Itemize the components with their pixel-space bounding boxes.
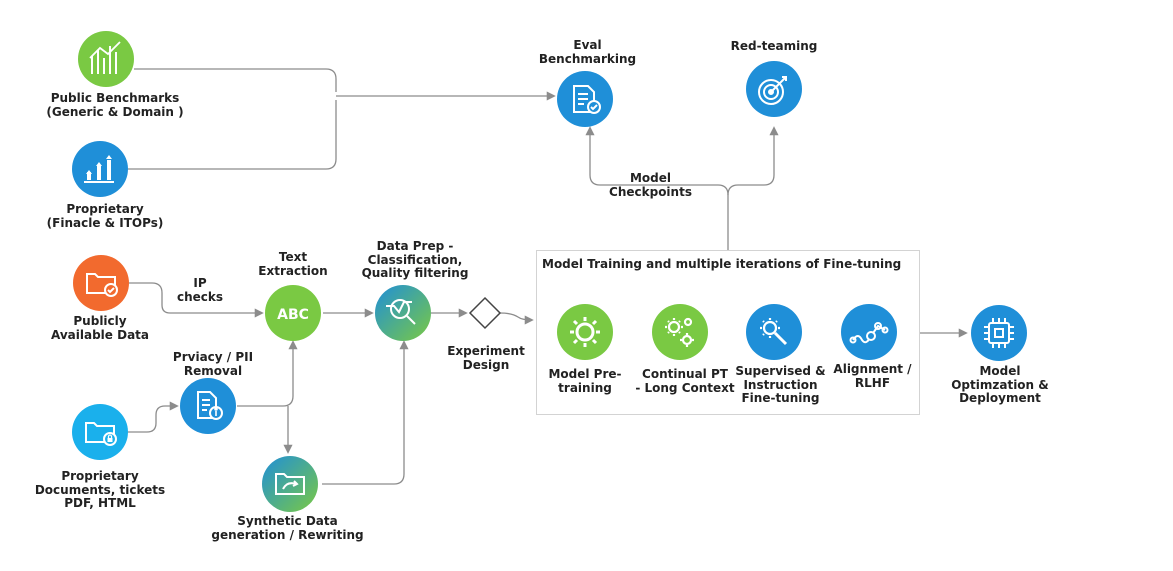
training-group-box [536,250,920,415]
proprietary-documents-node [72,404,128,460]
supervised-node [746,304,802,360]
model-optimization-node [971,305,1027,361]
folder-refresh-icon [275,473,305,495]
proprietary-documents-label: Proprietary Documents, tickets PDF, HTML [34,469,166,510]
experiment-decision-diamond [468,296,502,330]
checklist-icon [573,85,601,114]
magnifier-filter-icon [386,299,416,325]
connector-synthetic-to-dataprep [322,340,409,485]
folder-lock-icon [85,422,117,446]
data-prep-node [375,285,431,341]
connector-privacy-to-text [237,340,298,407]
connector-documents-to-privacy [128,401,179,433]
connector-public-data-to-text [129,282,264,318]
model-optimization-label: Model Optimzation & Deployment [951,364,1049,405]
folder-check-icon [86,273,118,297]
connector-benchmarks-to-eval [134,68,337,92]
chip-icon [984,318,1014,348]
publicly-available-node [73,255,129,311]
data-prep-label: Data Prep - Classification, Quality filt… [361,239,469,280]
text-extraction-label: Text Extraction [258,250,328,278]
training-box-title: Model Training and multiple iterations o… [542,257,902,271]
red-teaming-label: Red-teaming [730,39,818,53]
connector-training-to-eval [585,126,729,250]
proprietary-node [72,141,128,197]
model-checkpoints-label: Model Checkpoints [609,171,692,199]
alignment-label: Alignment / RLHF [833,362,912,390]
supervised-label: Supervised & Instruction Fine-tuning [735,364,826,405]
gears-icon [665,317,694,347]
gear-icon [570,317,600,347]
connector-training-to-redteam [727,126,779,196]
model-pretraining-node [557,304,613,360]
connector-decision-to-training [499,312,534,325]
document-info-icon [197,391,223,420]
synthetic-data-node [262,456,318,512]
eval-benchmarking-node [557,71,613,127]
public-benchmarks-node [78,31,134,87]
connector-proprietary-to-eval [128,100,337,170]
trend-bars-icon [84,155,114,183]
ip-checks-label: IP checks [176,276,224,304]
eval-benchmarking-label: Eval Benchmarking [538,38,637,66]
public-benchmarks-label: Public Benchmarks (Generic & Domain ) [46,91,184,119]
bar-chart-icon [89,41,121,74]
experiment-design-label: Experiment Design [447,344,525,372]
proprietary-label: Proprietary (Finacle & ITOPs) [46,202,164,230]
target-icon [758,76,787,105]
connectors [128,68,968,485]
text-extraction-node: ABC [265,285,321,341]
continual-pt-node [652,304,708,360]
continual-pt-label: Continual PT - Long Context [635,367,735,395]
synthetic-data-label: Synthetic Data generation / Rewriting [211,514,364,542]
wrench-gear-icon [760,318,788,346]
alignment-node [841,304,897,360]
privacy-pii-label: Prviacy / PII Removal [172,350,254,378]
network-wave-icon [849,322,889,344]
abc-text-icon: ABC [277,307,309,323]
publicly-available-label: Publicly Available Data [50,314,149,342]
privacy-pii-node [180,378,236,434]
model-pretraining-label: Model Pre- training [548,367,622,395]
red-teaming-node [746,61,802,117]
